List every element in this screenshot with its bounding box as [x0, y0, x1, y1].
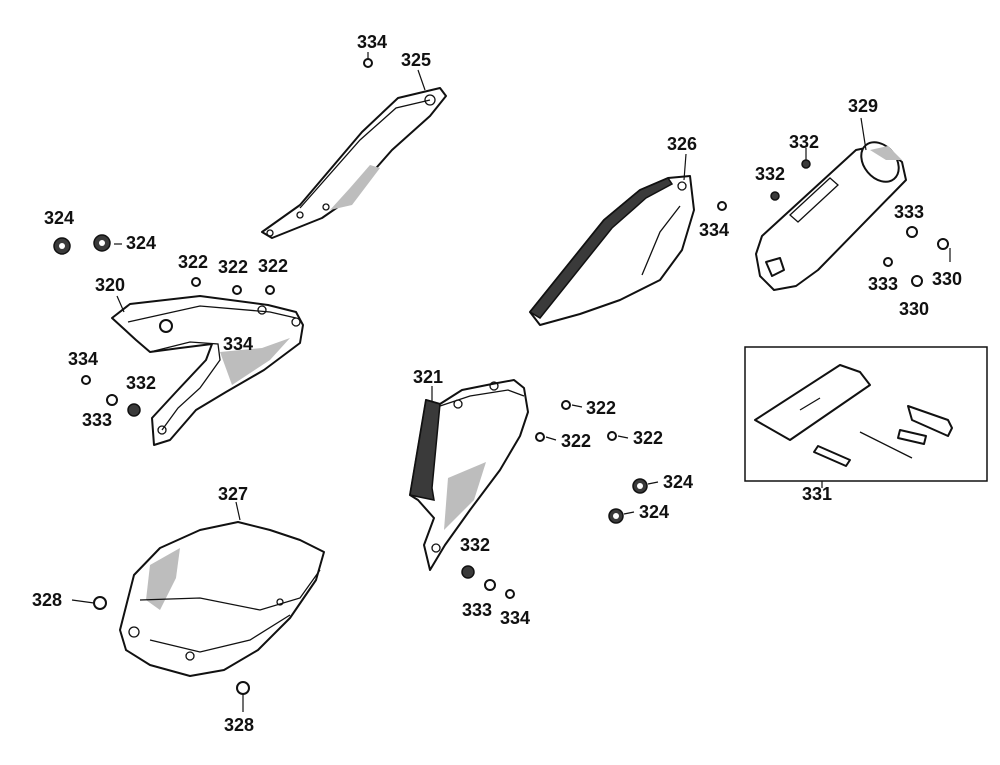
label-322: 322	[561, 431, 591, 451]
label-329: 329	[848, 96, 878, 116]
fasteners-small	[81, 58, 949, 695]
part-329-tool-tube	[755, 141, 907, 291]
label-332: 332	[126, 373, 156, 393]
label-333: 333	[462, 600, 492, 620]
label-324: 324	[639, 502, 669, 522]
part-327-under-cover	[119, 521, 325, 677]
label-322: 322	[218, 257, 248, 277]
label-324: 324	[663, 472, 693, 492]
label-321: 321	[413, 367, 443, 387]
label-333: 333	[82, 410, 112, 430]
label-324: 324	[44, 208, 74, 228]
part-326-panel	[528, 175, 695, 326]
label-333: 333	[868, 274, 898, 294]
label-334: 334	[699, 220, 729, 240]
callout-labels: 334 325 326 329 332 332 334 333 330 333 …	[32, 32, 962, 735]
part-320-left-cover	[111, 295, 304, 446]
label-334: 334	[68, 349, 98, 369]
label-331: 331	[802, 484, 832, 504]
label-332: 332	[789, 132, 819, 152]
label-334: 334	[357, 32, 387, 52]
label-326: 326	[667, 134, 697, 154]
nuts-324	[53, 234, 648, 524]
label-332: 332	[755, 164, 785, 184]
label-322: 322	[258, 256, 288, 276]
label-330: 330	[932, 269, 962, 289]
label-333: 333	[894, 202, 924, 222]
label-327: 327	[218, 484, 248, 504]
label-328: 328	[224, 715, 254, 735]
part-321-lower-cover	[409, 379, 529, 571]
label-322: 322	[633, 428, 663, 448]
label-332: 332	[460, 535, 490, 555]
label-334: 334	[223, 334, 253, 354]
part-331-tool-kit	[744, 346, 988, 482]
label-324: 324	[126, 233, 156, 253]
label-322: 322	[178, 252, 208, 272]
label-328: 328	[32, 590, 62, 610]
label-320: 320	[95, 275, 125, 295]
label-322: 322	[586, 398, 616, 418]
label-325: 325	[401, 50, 431, 70]
label-330: 330	[899, 299, 929, 319]
part-325-rail	[261, 87, 447, 239]
label-334: 334	[500, 608, 530, 628]
leader-lines	[71, 52, 951, 712]
